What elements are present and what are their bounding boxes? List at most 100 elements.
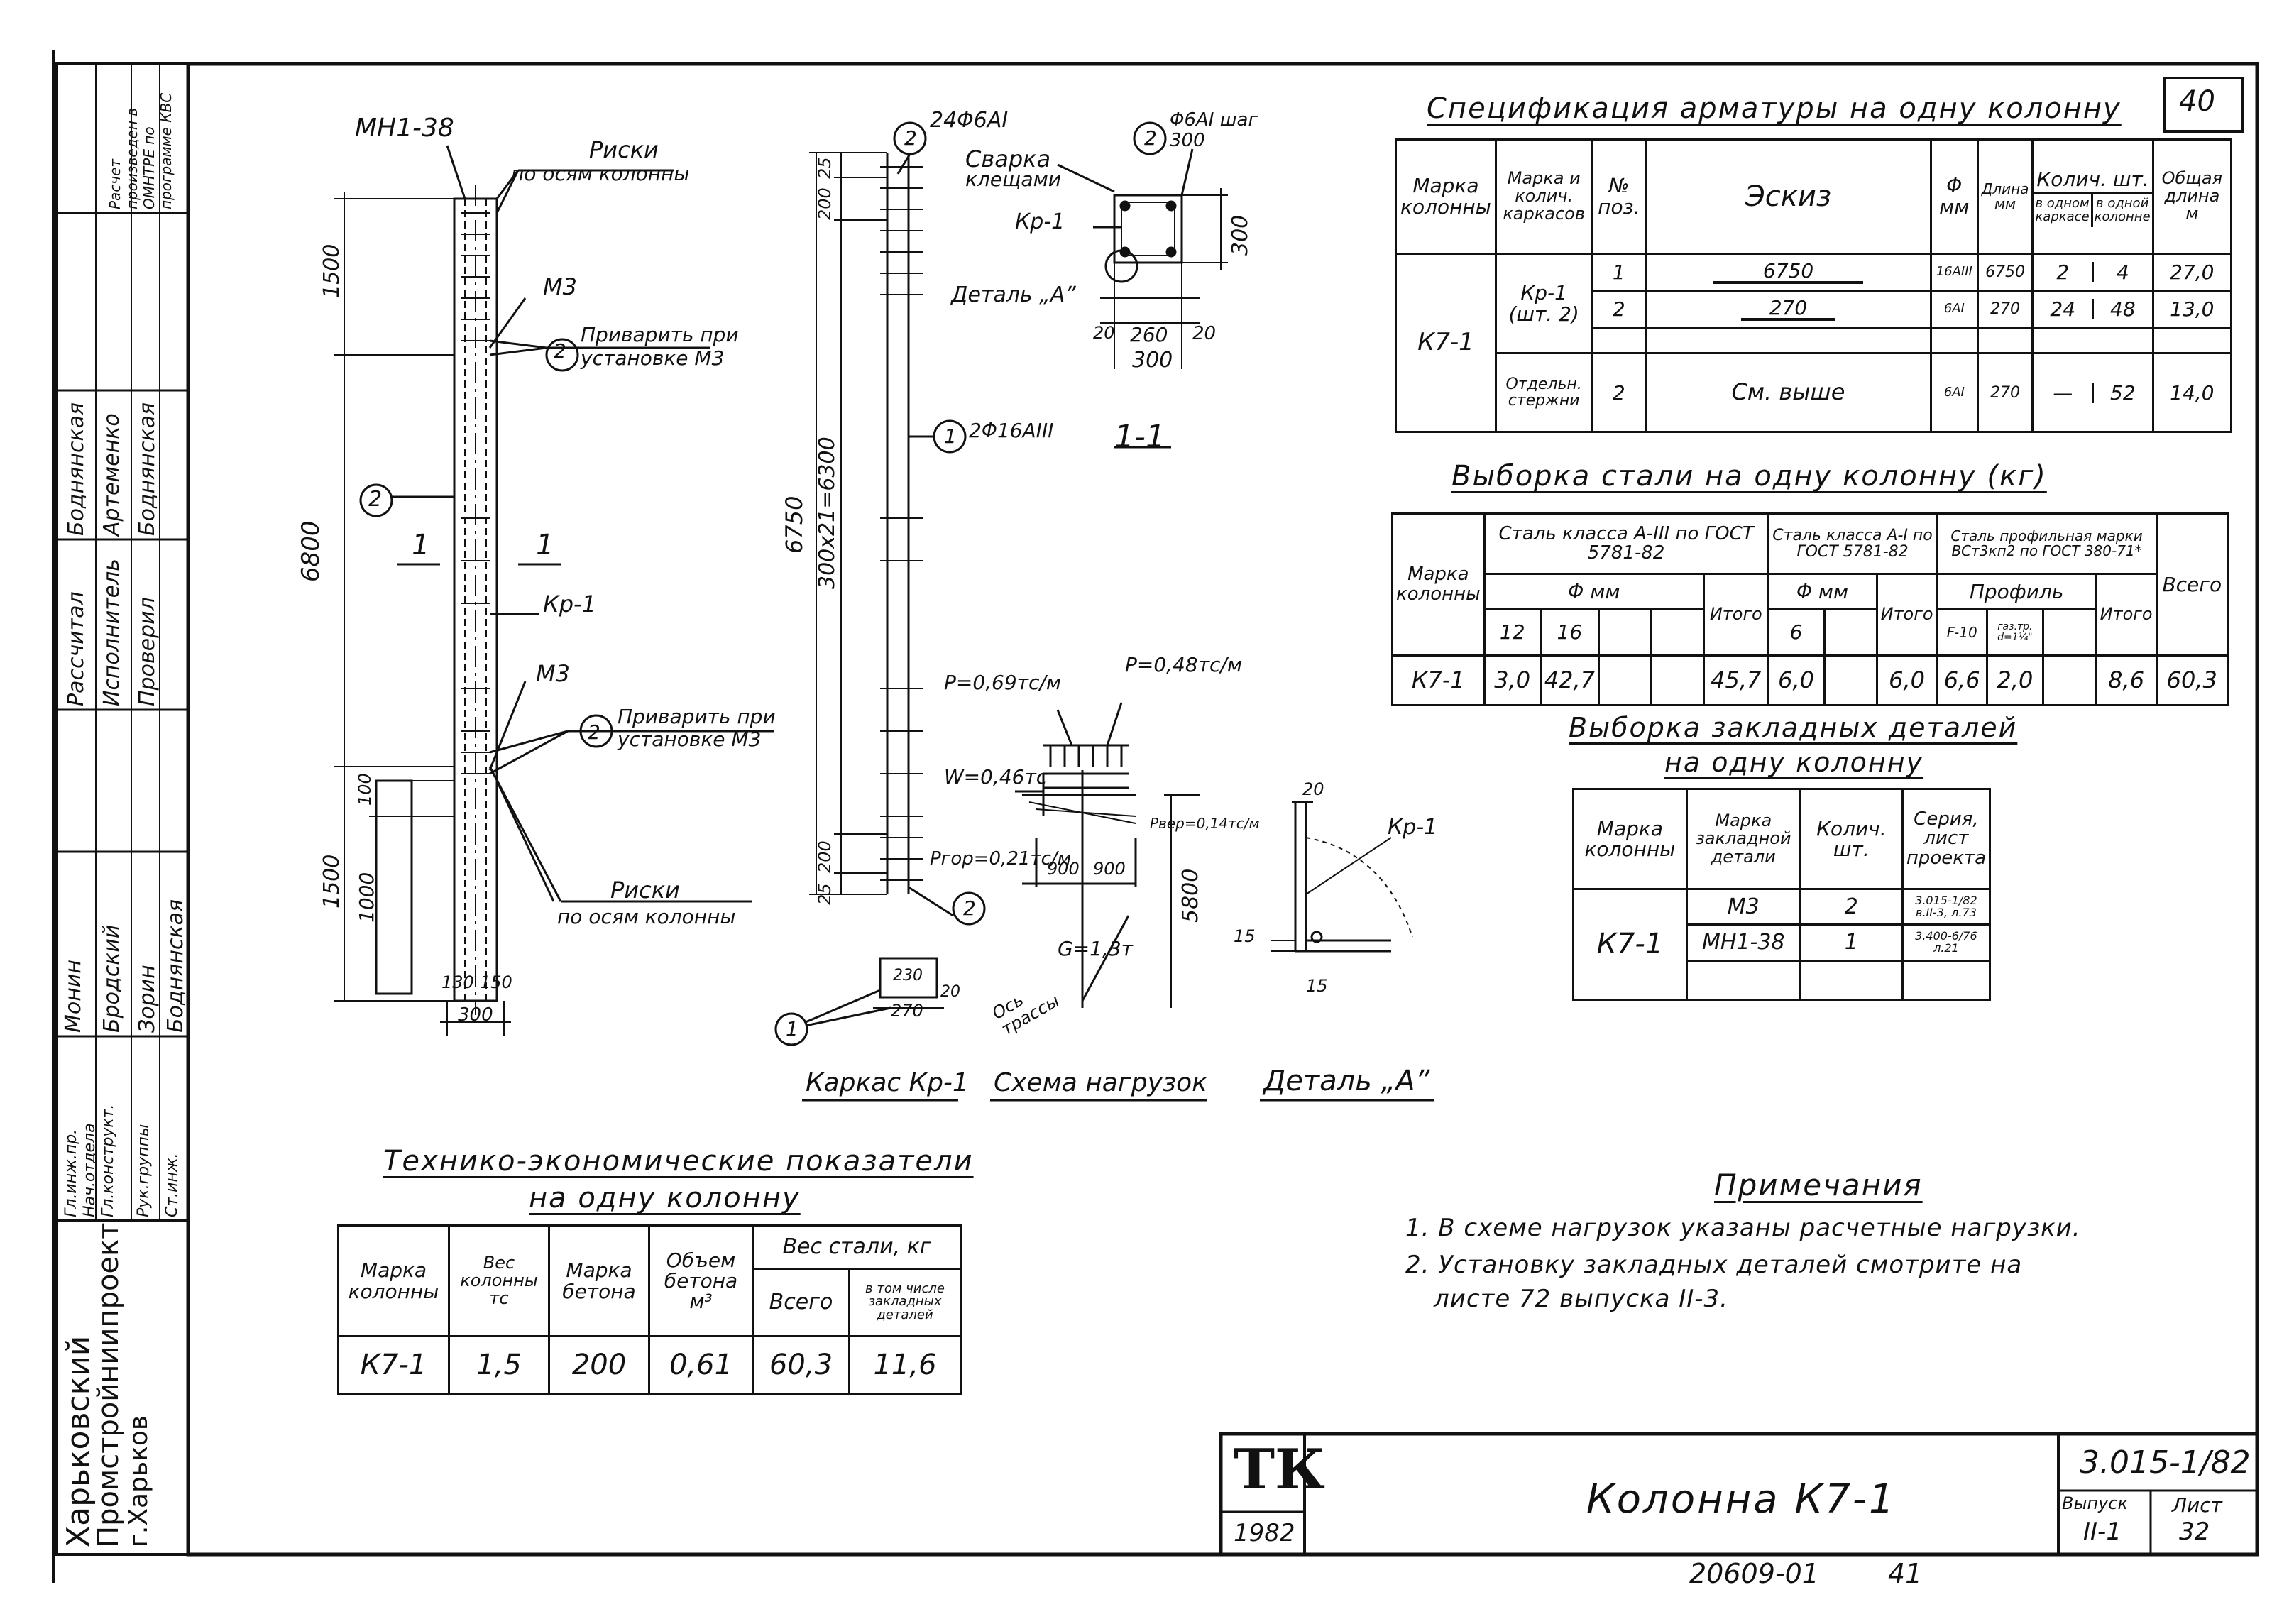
spec-frame: Кр-1 (шт. 2)	[1494, 252, 1593, 355]
steel-h-dia-a3: Φ мм	[1483, 573, 1706, 610]
label-section-1-1: 1-1	[1114, 419, 1165, 455]
embed-title-1: Выборка закладных деталей	[1569, 712, 2018, 743]
steel-r-all: 60,3	[2155, 654, 2229, 706]
steel-h-total-2: Итого	[1875, 573, 1938, 657]
label-w: W=0,46тс	[944, 765, 1048, 789]
steel-r-mark: К7-1	[1391, 654, 1486, 706]
label-weld-bottom-2: установке М3	[618, 728, 762, 751]
name2-2: Артеменко	[99, 413, 124, 536]
label-axes-top: по осям колонны	[511, 162, 690, 185]
bottom-num: 41	[1888, 1558, 1923, 1589]
steel-h-d12: 12	[1483, 608, 1542, 657]
name2-1: Боднянская	[64, 402, 89, 536]
stamp-issue: II-1	[2083, 1518, 2122, 1546]
steel-h-d6: 6	[1767, 608, 1826, 657]
label-p1: P=0,69тс/м	[944, 671, 1061, 694]
note-1: 1. В схеме нагрузок указаны расчетные на…	[1405, 1214, 2081, 1242]
dim-100: 100	[355, 773, 375, 806]
spec-h-qty-col: в одной колонне	[2094, 196, 2151, 225]
tei-h-volume: Объем бетона м³	[648, 1224, 754, 1338]
dim-25-top: 25	[815, 157, 835, 179]
spec-sketch-3: См. выше	[1645, 352, 1932, 433]
steel-r-6: 6,0	[1767, 654, 1826, 706]
dim-6800: 6800	[297, 520, 325, 582]
spec-total-2: 13,0	[2151, 290, 2233, 329]
spec-pos-2: 2	[1591, 290, 1647, 329]
dim-900-right: 900	[1093, 859, 1126, 879]
steel-r-t1: 45,7	[1703, 654, 1769, 706]
spec-total-1: 27,0	[2151, 252, 2233, 292]
embed-qty-2: 1	[1799, 923, 1904, 962]
label-pvert: Pвер=0,14тс/м	[1150, 815, 1260, 832]
label-svarka: Сварка	[965, 146, 1051, 172]
dim-300-elev: 300	[458, 1004, 493, 1026]
dim-270-small: 270	[891, 1001, 923, 1021]
tei-h-emb: в том числе закладных деталей	[848, 1267, 962, 1338]
spec-total-3: 14,0	[2151, 352, 2233, 433]
dim-6300: 300x21=6300	[815, 437, 840, 589]
steel-h-d16: 16	[1539, 608, 1601, 657]
spec-qc-3: 52	[2110, 380, 2136, 405]
tei-title-1: Технико-экономические показатели	[383, 1145, 974, 1178]
steel-h-a3: Сталь класса A-III по ГОСТ 5781-82	[1483, 512, 1769, 575]
steel-r-p1: 6,6	[1936, 654, 1988, 706]
name-1: Монин	[61, 960, 86, 1033]
dim-230: 230	[893, 967, 923, 984]
label-pos2-top: 2	[554, 339, 566, 363]
spec-qty-3: — 52	[2031, 352, 2154, 433]
spec-h-sketch: Эскиз	[1645, 138, 1932, 255]
embed-title-2: на одну колонну	[1664, 747, 1924, 778]
embed-h-emb: Марка закладной детали	[1685, 788, 1801, 890]
spec-qc-2: 48	[2110, 297, 2136, 321]
embed-series-1: 3.015-1/82 в.II-3, л.73	[1901, 887, 1992, 926]
steel-r-t2: 6,0	[1875, 654, 1938, 706]
tei-table: Марка колонны Вес колонны тс Марка бетон…	[337, 1224, 962, 1395]
tei-h-steel: Вес стали, кг	[752, 1224, 962, 1270]
role-senior-engineer: Ст.инж.	[163, 1153, 181, 1217]
org-name-1: Харьковский	[60, 1335, 97, 1547]
steel-h-profile: Профиль	[1936, 573, 2097, 610]
role2-calculated: Рассчитал	[64, 591, 89, 706]
role-group-head: Рук.группы	[135, 1124, 153, 1217]
spec-len-3: 270	[1976, 352, 2034, 433]
role-dept-head: Нач.отдела	[81, 1123, 99, 1217]
spec-h-qty-label: Колич. шт.	[2034, 166, 2152, 195]
steel-h-p2: газ.тр. d=1¼"	[1985, 608, 2044, 657]
label-weld-top: Приварить при	[581, 323, 739, 346]
steel-r-t3: 8,6	[2095, 654, 2158, 706]
dim-130: 130	[441, 972, 474, 992]
spec-qf-3: —	[2034, 382, 2095, 403]
steel-h-all: Всего	[2155, 512, 2229, 657]
label-riski-bottom: Риски	[610, 877, 680, 904]
spec-title: Спецификация арматуры на одну колонну	[1427, 92, 2122, 125]
tei-r-volume: 0,61	[648, 1335, 754, 1395]
spec-qc-1: 4	[2116, 260, 2129, 284]
caption-load: Схема нагрузок	[994, 1068, 1207, 1097]
caption-detail: Деталь „А”	[1263, 1065, 1430, 1097]
steel-h-a1: Сталь класса A-I по ГОСТ 5781-82	[1767, 512, 1938, 575]
label-24f6: 24Φ6AI	[930, 108, 1009, 133]
spec-dia-2: 6AI	[1929, 290, 1979, 329]
embed-h-mark: Марка колонны	[1572, 788, 1688, 890]
stamp-logo: ТК	[1234, 1437, 1325, 1502]
caption-frame: Каркас Кр-1	[806, 1068, 969, 1097]
label-kr1-detail: Кр-1	[1388, 815, 1438, 840]
spec-separate: Отдельн. стержни	[1494, 352, 1593, 433]
spec-pos-3: 2	[1591, 352, 1647, 433]
steel-h-prof: Сталь профильная марки ВСт3кп2 по ГОСТ 3…	[1936, 512, 2158, 575]
dim-1500-top: 1500	[319, 243, 344, 298]
dim-200-bottom: 200	[815, 840, 835, 873]
label-weld-top-2: установке М3	[581, 346, 725, 370]
embed-emb-2: МН1-38	[1685, 923, 1801, 962]
label-pos2-frame: 2	[904, 126, 917, 150]
embed-h-qty: Колич. шт.	[1799, 788, 1904, 890]
dim-900-left: 900	[1047, 859, 1080, 879]
calc-note: Расчет произведен в ОМНТРЕ по программе …	[106, 92, 175, 209]
spec-pos-1: 1	[1591, 252, 1647, 292]
steel-h-total-3: Итого	[2095, 573, 2158, 657]
label-m3-top: М3	[543, 273, 577, 300]
name-2: Бродский	[99, 924, 124, 1033]
org-city: г.Харьков	[124, 1415, 153, 1547]
